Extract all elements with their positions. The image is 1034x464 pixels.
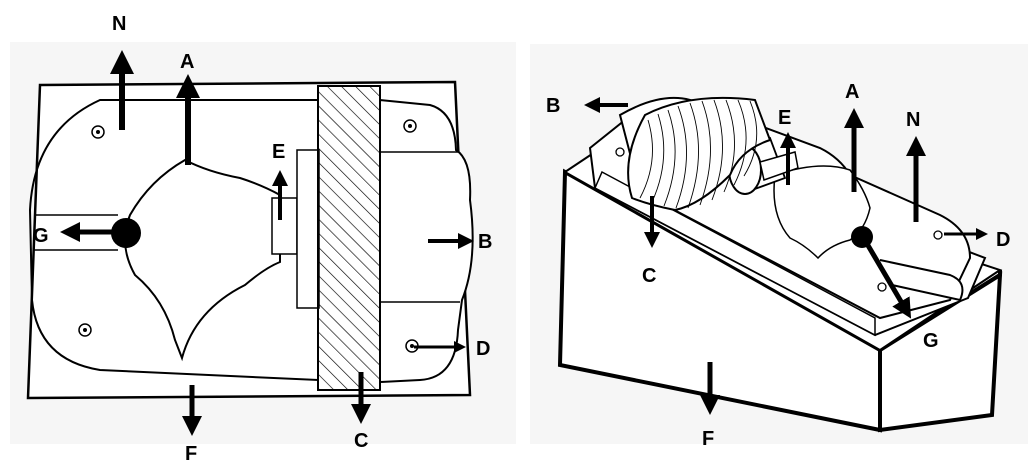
bolt-icon xyxy=(91,125,105,139)
top-view-diagram: N A E G B D F C xyxy=(26,13,493,464)
label-f: F xyxy=(185,443,197,464)
fixture-body xyxy=(28,99,319,382)
bolt-icon xyxy=(615,147,625,157)
label-c: C xyxy=(354,430,368,452)
rod xyxy=(879,259,964,302)
isometric-view-svg: B E A N D C G F xyxy=(530,44,1028,450)
label-b: B xyxy=(478,231,492,253)
bolt-icon xyxy=(877,282,887,292)
label-e: E xyxy=(272,141,285,163)
bolt-icon xyxy=(403,119,417,133)
pivot-dot xyxy=(111,218,141,248)
label-d: D xyxy=(996,229,1010,251)
label-a: A xyxy=(845,81,859,103)
hatched-strap xyxy=(317,85,381,391)
label-n: N xyxy=(112,13,126,35)
label-d: D xyxy=(476,338,490,360)
arrow-g xyxy=(863,240,912,319)
lens-cavity xyxy=(773,165,871,260)
label-e: E xyxy=(778,107,791,129)
label-b: B xyxy=(546,95,560,117)
label-c: C xyxy=(642,265,656,287)
label-f: F xyxy=(702,428,714,450)
bolt-icon xyxy=(933,230,943,240)
label-n: N xyxy=(906,109,920,131)
clamp-block xyxy=(379,98,474,384)
strap-wrap xyxy=(627,96,772,212)
label-g: G xyxy=(923,330,939,352)
isometric-view-diagram: B E A N D C G F xyxy=(520,0,1034,464)
label-g: G xyxy=(33,225,49,247)
top-view-svg: N A E G B D F C xyxy=(26,13,493,464)
label-a: A xyxy=(180,51,194,73)
bolt-icon xyxy=(78,323,92,337)
